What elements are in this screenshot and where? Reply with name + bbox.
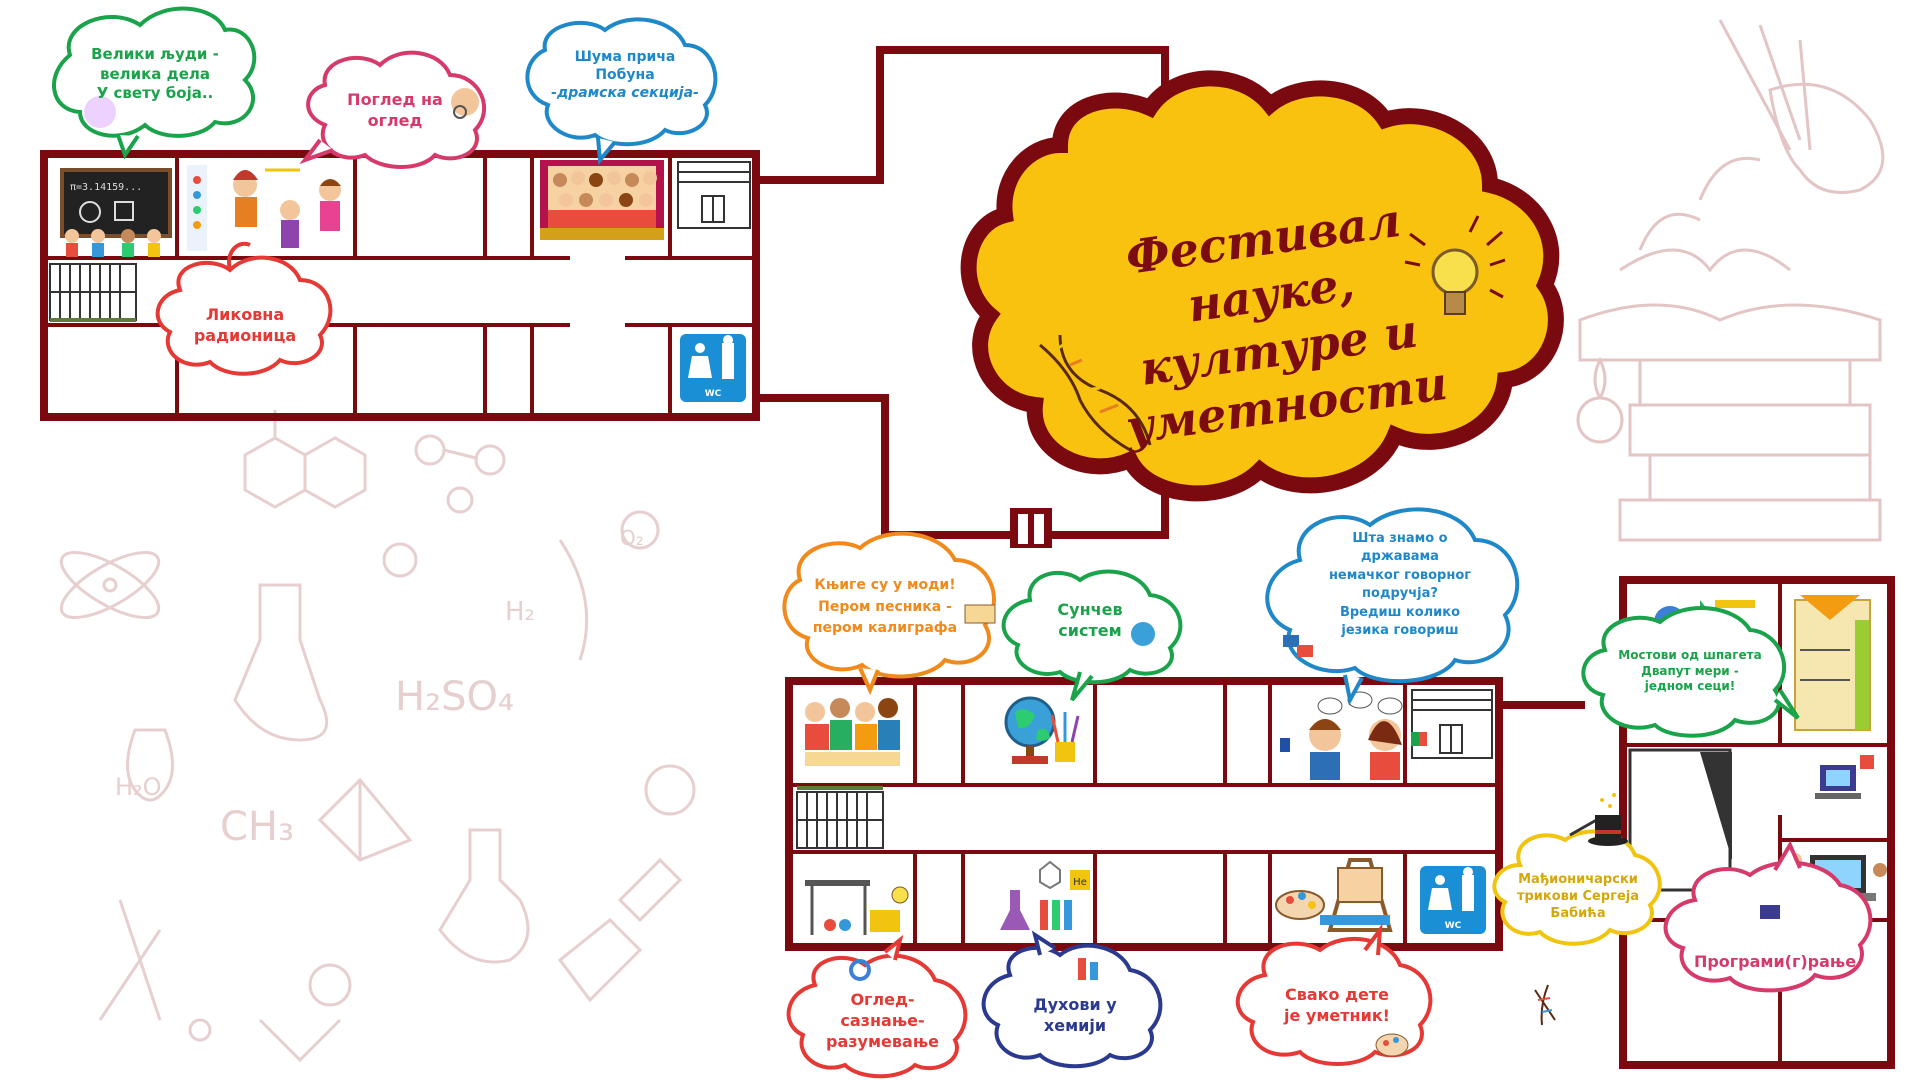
bubble-line: Бабића — [1550, 905, 1606, 921]
bubble-pogled — [299, 50, 487, 169]
elevator-icon — [677, 161, 751, 229]
bubble-line: Свако дете — [1285, 985, 1389, 1004]
bubble-sta-znamo — [1265, 507, 1520, 706]
stairs-icon — [796, 786, 884, 849]
bubble-line: Мостови од шпагета — [1618, 648, 1762, 662]
bubble-programiranje-text: Програми(г)рање — [1685, 952, 1865, 973]
bubble-line: једном сеци! — [1644, 679, 1736, 694]
art-studio-illustration — [1275, 858, 1393, 932]
wc-icon — [680, 334, 746, 402]
physics-experiment-illustration — [805, 880, 909, 935]
bubble-suma-prica — [525, 17, 718, 165]
bubble-line: језика говориш — [1341, 623, 1459, 639]
svg-text:O₂: O₂ — [620, 526, 644, 550]
drama-theatre-illustration — [540, 160, 664, 240]
bubble-likovna-text: Ликовна радионица — [180, 305, 310, 347]
globe-icon — [1004, 696, 1080, 764]
bubble-line: Ликовна — [205, 305, 285, 324]
dna-icon — [1039, 334, 1152, 452]
bubble-line: сазнање- — [840, 1010, 925, 1030]
bubble-line: систем — [1058, 620, 1122, 640]
bubble-pogled-text: Поглед на оглед — [335, 90, 455, 132]
bubble-line: радионица — [193, 325, 297, 345]
bubble-mostovi — [1581, 606, 1800, 738]
bubble-madjionicarski — [1492, 816, 1662, 946]
bubble-line: Вредиш колико — [1339, 604, 1461, 620]
bubble-likovna — [155, 241, 333, 376]
bubble-line: је уметник! — [1284, 1005, 1390, 1025]
kids-painting-illustration — [187, 165, 341, 251]
bubble-programiranje — [1663, 840, 1873, 993]
svg-text:H₂O: H₂O — [115, 773, 162, 801]
svg-text:He: He — [1073, 877, 1087, 888]
bubble-line: хемији — [1043, 1015, 1107, 1035]
bubble-svako-text: Свако дете је уметник! — [1262, 985, 1412, 1027]
bubble-line: трикови Сергеја — [1516, 888, 1640, 904]
bubble-line: Књиге су у моди! — [814, 577, 956, 593]
bubble-knjige-text: Књиге су у моди! Пером песника - пером к… — [800, 575, 970, 640]
chemistry-lab-illustration: He — [1000, 860, 1090, 930]
bubble-line: Мађионичарски — [1518, 872, 1638, 887]
magic-hat-icon — [1588, 793, 1628, 846]
svg-text:CH₃: CH₃ — [220, 804, 294, 850]
chalkboard-classroom-illustration: π=3.14159... — [60, 168, 172, 257]
bubble-line: Пером песника - — [818, 598, 952, 615]
bubble-veliki-ljudi — [52, 6, 257, 160]
stairs-icon — [49, 263, 137, 322]
drawing-tools-illustration — [1794, 595, 1871, 731]
bubble-line: Оглед- — [850, 990, 915, 1009]
light-bulb-icon — [1404, 215, 1506, 315]
bubble-line: велика дела — [99, 64, 211, 83]
bubble-line: -драмска секција- — [551, 85, 699, 102]
bubble-duhovi — [981, 930, 1163, 1069]
bubble-duhovi-text: Духови у хемији — [1010, 995, 1140, 1037]
svg-text:H₂: H₂ — [505, 597, 535, 627]
bubble-line: У свету боја.. — [96, 84, 214, 102]
coding-illustration — [1815, 755, 1874, 799]
svg-text:H₂SO₄: H₂SO₄ — [395, 674, 514, 720]
wc-label: WC — [1445, 921, 1462, 931]
language-talk-illustration — [1280, 691, 1427, 780]
bubble-suma-text: Шума прича Побуна -драмска секција- — [545, 48, 705, 103]
bubble-knjige — [782, 531, 996, 696]
bubble-svako-dete — [1235, 923, 1433, 1066]
bubble-line: Поглед на — [347, 90, 443, 109]
bubble-line: Сунчев — [1057, 600, 1123, 619]
bubble-line: Програми(г)рање — [1693, 952, 1857, 971]
dna-icon — [1534, 984, 1556, 1026]
bubble-sta-znamo-text: Шта знамо о државама немачког говорног п… — [1300, 530, 1500, 641]
bubble-line: подручја? — [1362, 586, 1438, 602]
bubble-line: Духови у — [1033, 995, 1117, 1014]
elevator-icon — [1411, 689, 1493, 759]
wc-icon — [1420, 866, 1486, 934]
entrance-door-icon — [1010, 508, 1052, 548]
building-lower-floor — [785, 677, 1503, 951]
bubble-suncev-sistem — [1001, 569, 1183, 702]
bubble-line: Двапут мери - — [1641, 663, 1739, 678]
svg-text:π=3.14159...: π=3.14159... — [70, 182, 142, 193]
bubble-veliki-ljudi-text: Велики људи - велика дела У свету боја.. — [70, 45, 240, 104]
title-cloud — [960, 70, 1564, 502]
bubble-suncev-text: Сунчев систем — [1040, 600, 1140, 642]
chemistry-formula-doodles: H₂SO₄ CH₃ H₂ O₂ H₂O — [115, 526, 644, 850]
art-doodles-background — [1576, 19, 1885, 542]
bubble-line: Шума прича — [574, 49, 676, 65]
science-doodles-background — [59, 410, 696, 1063]
dark-room-corner — [1700, 752, 1732, 860]
bubble-ogled — [786, 934, 968, 1079]
bubble-line: разумевање — [826, 1031, 939, 1051]
bubble-madjionicarski-text: Мађионичарски трикови Сергеја Бабића — [1508, 872, 1648, 923]
bubble-line: државама — [1361, 549, 1439, 565]
bubble-line: немачког говорног — [1328, 567, 1472, 583]
bubble-ogled-text: Оглед- сазнање- разумевање — [810, 990, 955, 1052]
bubble-line: Велики људи - — [91, 45, 219, 63]
bubble-line: оглед — [367, 110, 423, 130]
bubble-mostovi-text: Мостови од шпагета Двапут мери - једном … — [1605, 648, 1775, 695]
bubble-line: пером калиграфа — [812, 620, 958, 637]
bubble-line: Побуна — [595, 67, 655, 84]
wc-label: WC — [705, 389, 722, 399]
kids-reading-books-illustration — [805, 698, 900, 766]
bubble-line: Шта знамо о — [1352, 531, 1448, 546]
